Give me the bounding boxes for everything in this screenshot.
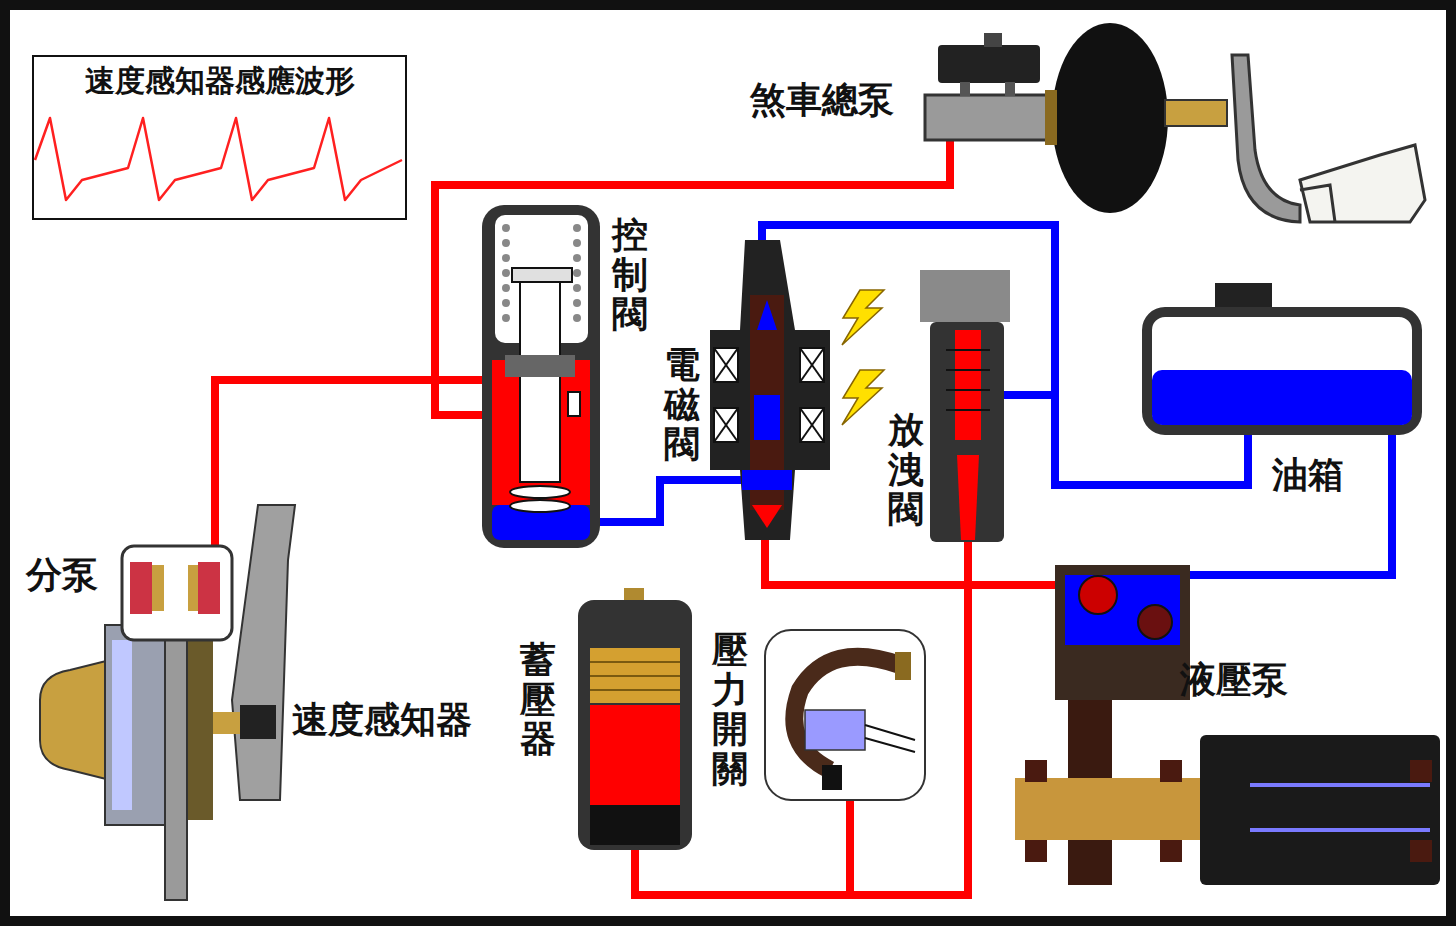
red-pipe xyxy=(765,520,1085,585)
pump-motor xyxy=(1015,565,1440,885)
red-pipe xyxy=(846,790,854,895)
part-label: 油箱 xyxy=(1272,455,1344,495)
part-label: 速度感知器 xyxy=(292,700,472,740)
part-label: 壓力開關 xyxy=(712,630,748,788)
sensor-waveform xyxy=(35,118,402,200)
part-label: 煞車總泵 xyxy=(750,80,894,120)
accumulator xyxy=(578,588,692,850)
part-label: 分泵 xyxy=(26,555,98,595)
pressure-switch xyxy=(765,630,925,800)
solenoid-valve xyxy=(710,240,884,540)
release-valve xyxy=(920,270,1010,542)
blue-pipe xyxy=(585,480,745,522)
blue-pipe xyxy=(1180,425,1392,575)
frame xyxy=(5,5,1451,921)
part-label: 控制閥 xyxy=(612,215,648,334)
part-label: 液壓泵 xyxy=(1180,660,1288,700)
waveform-box: 速度感知器感應波形 xyxy=(32,55,407,220)
part-label: 電磁閥 xyxy=(664,345,700,464)
reservoir xyxy=(1147,283,1417,430)
part-label: 蓄壓器 xyxy=(520,640,556,759)
master-cylinder xyxy=(925,23,1425,222)
box-heading: 速度感知器感應波形 xyxy=(85,63,355,99)
part-label: 放洩閥 xyxy=(888,410,924,529)
control-valve xyxy=(482,205,600,548)
